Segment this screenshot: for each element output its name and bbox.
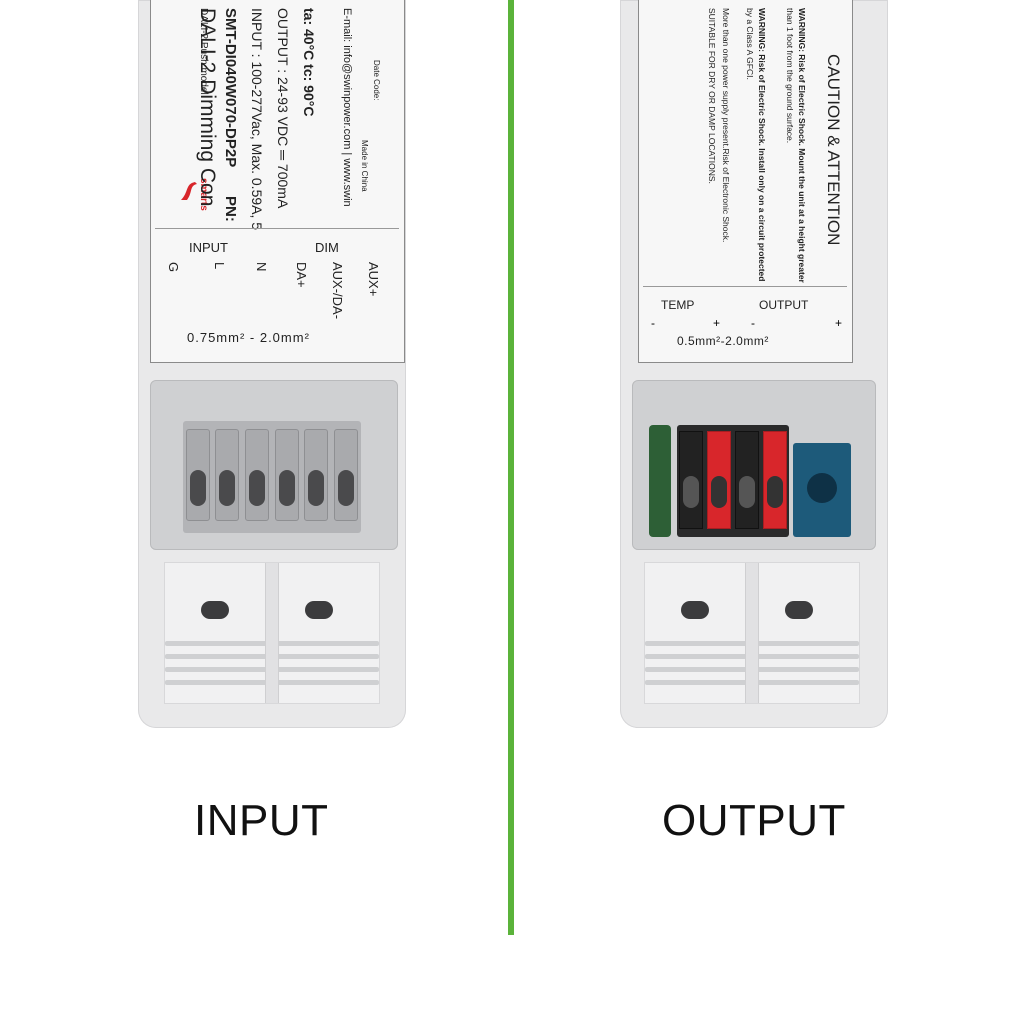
warning-line-3: WARNING: Risk of Electric Shock. Install… xyxy=(757,8,767,282)
temp-lever-black[interactable] xyxy=(679,431,703,529)
caution-heading: CAUTION & ATTENTION xyxy=(824,54,843,246)
temp-group-label: TEMP xyxy=(661,298,695,312)
input-caption: INPUT xyxy=(194,796,329,845)
smarts-logo: smarts xyxy=(175,178,209,211)
terminal-lever-6[interactable] xyxy=(334,429,359,521)
output-strain-relief xyxy=(644,562,860,704)
input-group-label: INPUT xyxy=(189,240,228,255)
warning-line-4: by a Class A GFCI. xyxy=(745,8,755,80)
temperature-rating: ta: 40°C tc: 90°C xyxy=(301,8,317,117)
pin-aux-minus-da-minus: AUX-/DA- xyxy=(330,262,345,320)
pin-n: N xyxy=(254,262,269,272)
input-terminal-block xyxy=(183,421,361,533)
input-spec: INPUT : 100-277Vac, Max. 0.59A, 5 xyxy=(249,8,265,231)
output-caption: OUTPUT xyxy=(662,796,846,845)
temp-plus: + xyxy=(713,316,721,330)
mounting-hole xyxy=(201,601,229,619)
input-terminal-bay xyxy=(150,380,398,550)
warning-line-1: WARNING: Risk of Electric Shock. Mount t… xyxy=(797,8,807,283)
output-group-label: OUTPUT xyxy=(759,298,809,312)
output-minus: - xyxy=(751,316,755,330)
center-divider xyxy=(508,0,514,935)
output-lever-black[interactable] xyxy=(735,431,759,529)
input-strain-relief xyxy=(164,562,380,704)
dim-group-label: DIM xyxy=(315,240,339,255)
output-terminal-block xyxy=(677,425,789,537)
warning-line-2: than 1 foot from the ground surface. xyxy=(785,8,795,144)
center-rib xyxy=(745,563,759,703)
product-subtitle: DALI-2 Push model xyxy=(198,8,209,95)
terminal-lever-1[interactable] xyxy=(185,429,210,521)
pcb-section xyxy=(793,443,851,537)
mounting-hole xyxy=(681,601,709,619)
terminal-lever-4[interactable] xyxy=(274,429,299,521)
mounting-hole xyxy=(305,601,333,619)
mounting-hole xyxy=(785,601,813,619)
pin-aux-plus: AUX+ xyxy=(366,262,381,297)
output-wire-range: 0.5mm²-2.0mm² xyxy=(677,334,769,348)
terminal-lever-3[interactable] xyxy=(245,429,270,521)
terminal-lever-2[interactable] xyxy=(215,429,240,521)
temp-minus: - xyxy=(651,316,655,330)
input-wire-range: 0.75mm² - 2.0mm² xyxy=(187,330,310,345)
pin-l: L xyxy=(212,262,227,270)
ntc-board xyxy=(649,425,671,537)
pcb-hole xyxy=(807,473,837,503)
output-plus: + xyxy=(835,316,843,330)
warning-line-5: More than one power supply present.Risk … xyxy=(721,8,731,243)
output-terminal-bay xyxy=(632,380,876,550)
pin-da-plus: DA+ xyxy=(294,262,309,288)
terminal-lever-5[interactable] xyxy=(304,429,329,521)
label-separator xyxy=(155,228,399,229)
output-lever-red[interactable] xyxy=(763,431,787,529)
date-code: Date Code: xyxy=(372,60,381,101)
made-in: Made in China xyxy=(360,140,369,192)
contact-email: E-mail: info@swinpower.com | www.swin xyxy=(341,8,353,207)
part-number: SMT-DI040W070-DP2P xyxy=(222,8,239,168)
label-separator xyxy=(643,286,847,287)
center-rib xyxy=(265,563,279,703)
output-side-label: CAUTION & ATTENTION WARNING: Risk of Ele… xyxy=(638,0,853,363)
temp-lever-red[interactable] xyxy=(707,431,731,529)
pin-g: G xyxy=(166,262,181,273)
output-spec: OUTPUT : 24-93 VDC ═ 700mA xyxy=(275,8,291,209)
warning-line-6: SUITABLE FOR DRY OR DAMP LOCATIONS. xyxy=(707,8,717,184)
pn-label: PN: xyxy=(222,196,239,222)
input-side-label: smarts DALI-2 Dimming Con DALI-2 Push mo… xyxy=(150,0,405,363)
